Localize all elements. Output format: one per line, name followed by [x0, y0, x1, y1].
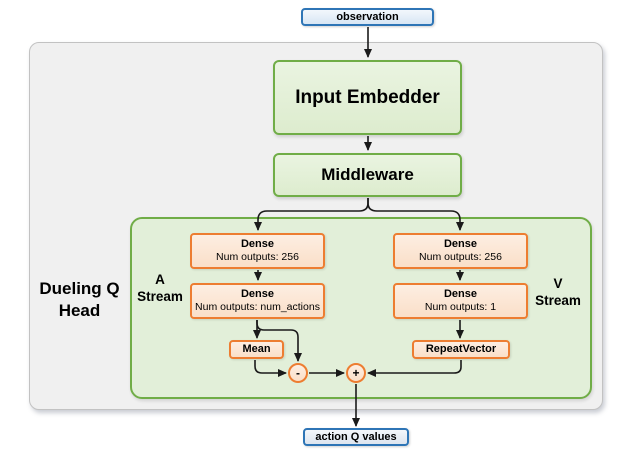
- repeat-vector-node: RepeatVector: [412, 340, 510, 359]
- dense-a1-node: Dense Num outputs: 256: [190, 233, 325, 269]
- v-stream-label-line2: Stream: [535, 293, 581, 308]
- input-embedder-label: Input Embedder: [295, 86, 440, 108]
- v-stream-label-line1: V: [553, 276, 563, 292]
- v-stream-label: V Stream: [525, 276, 591, 310]
- input-embedder-node: Input Embedder: [273, 60, 462, 135]
- plus-junction: +: [346, 363, 366, 383]
- dense-v2-title: Dense: [443, 288, 478, 301]
- dense-a1-title: Dense: [240, 238, 275, 251]
- middleware-label: Middleware: [321, 165, 414, 184]
- dueling-q-head-label-line2: Head: [58, 301, 101, 320]
- dense-a1-subtitle: Num outputs: 256: [216, 251, 299, 264]
- a-stream-label-line1: A: [155, 272, 165, 288]
- dense-a2-title: Dense: [240, 288, 275, 301]
- dense-a2-subtitle: Num outputs: num_actions: [195, 301, 320, 314]
- observation-node: observation: [301, 8, 434, 26]
- a-stream-label-line2: Stream: [137, 289, 183, 304]
- dueling-q-head-label-line1: Dueling Q: [39, 278, 120, 298]
- dense-v2-subtitle: Num outputs: 1: [424, 301, 497, 314]
- plus-junction-label: +: [352, 366, 360, 380]
- minus-junction-label: -: [296, 366, 300, 380]
- dense-v1-subtitle: Num outputs: 256: [419, 251, 502, 264]
- mean-node: Mean: [229, 340, 284, 359]
- mean-label: Mean: [242, 343, 271, 356]
- dense-v2-node: Dense Num outputs: 1: [393, 283, 528, 319]
- minus-junction: -: [288, 363, 308, 383]
- action-q-values-node: action Q values: [303, 428, 409, 446]
- repeat-vector-label: RepeatVector: [425, 343, 497, 356]
- a-stream-label: A Stream: [130, 272, 190, 306]
- dense-a2-node: Dense Num outputs: num_actions: [190, 283, 325, 319]
- dense-v1-title: Dense: [443, 238, 478, 251]
- action-q-values-label: action Q values: [315, 431, 397, 443]
- dueling-q-head-label: Dueling Q Head: [29, 278, 130, 322]
- observation-label: observation: [336, 11, 399, 23]
- dense-v1-node: Dense Num outputs: 256: [393, 233, 528, 269]
- middleware-node: Middleware: [273, 153, 462, 197]
